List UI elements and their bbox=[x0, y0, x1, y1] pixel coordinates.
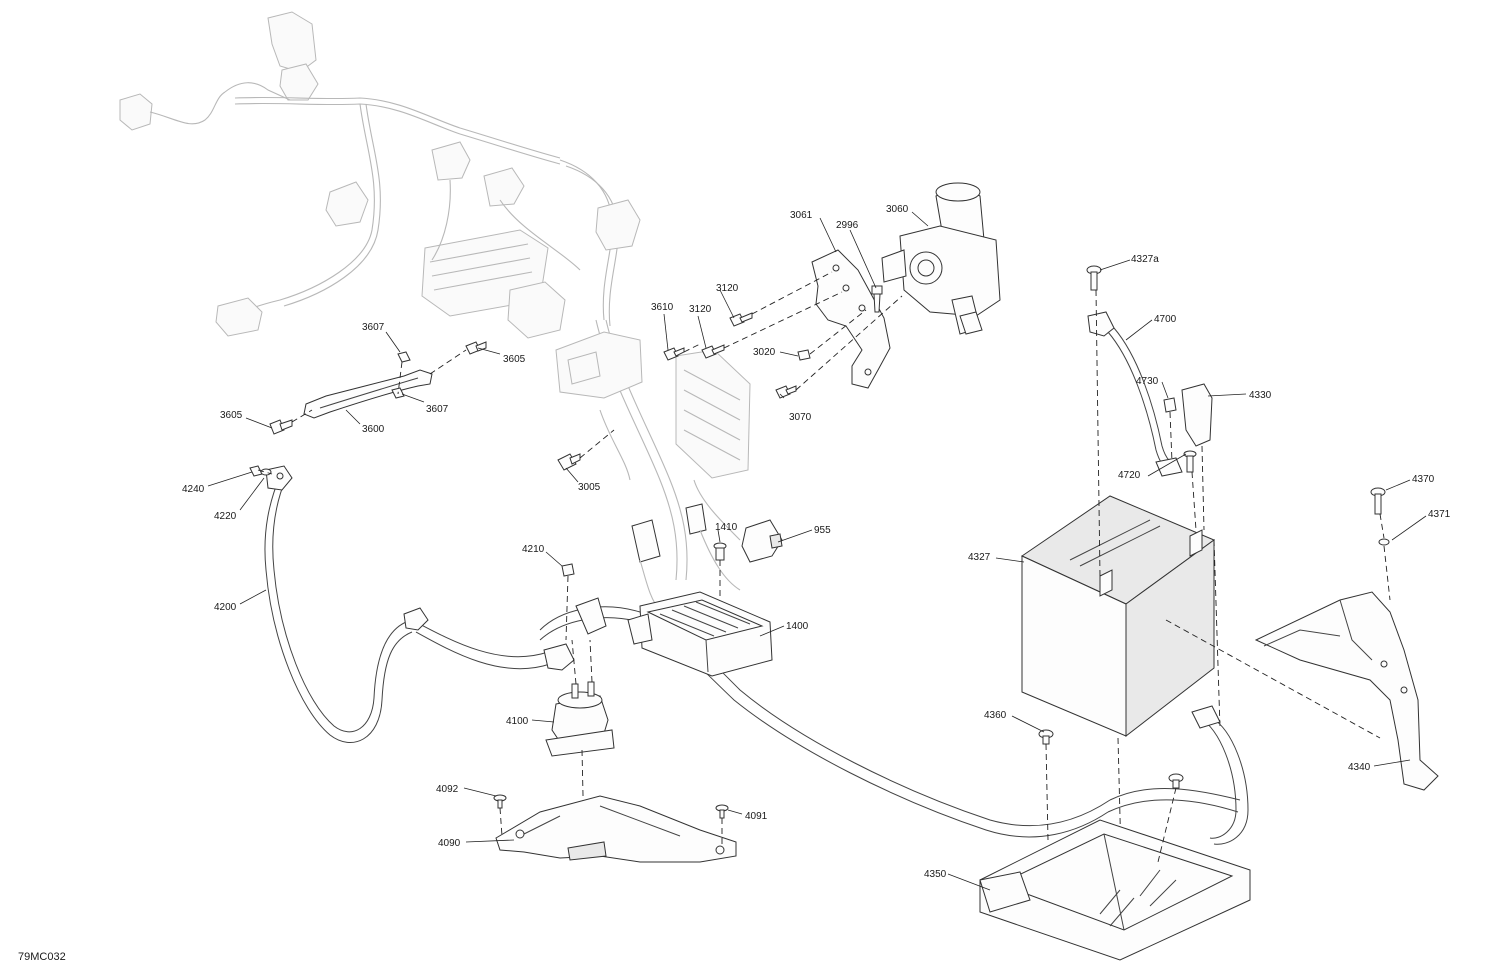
callout-4350: 4350 bbox=[924, 869, 947, 880]
callout-4327a: 4327a bbox=[1131, 254, 1159, 265]
callout-3610: 3610 bbox=[651, 302, 674, 313]
connector-955 bbox=[741, 519, 783, 563]
push-rivet-4360 bbox=[1038, 729, 1054, 745]
callout-4371: 4371 bbox=[1428, 509, 1451, 520]
callout-3005: 3005 bbox=[578, 482, 601, 493]
callout-4720: 4720 bbox=[1118, 470, 1141, 481]
callout-3607-upper: 3607 bbox=[362, 322, 385, 333]
mounting-bracket-4090 bbox=[495, 795, 737, 863]
callout-4090: 4090 bbox=[438, 838, 461, 849]
terminal-cover-4330 bbox=[1181, 383, 1213, 447]
callout-3605-left: 3605 bbox=[220, 410, 243, 421]
battery-cable-4700 bbox=[1087, 311, 1183, 477]
nut-3020 bbox=[797, 349, 811, 361]
battery-cable-4200 bbox=[264, 465, 575, 743]
callout-3120-upper: 3120 bbox=[716, 283, 739, 294]
main-wiring-harness-ghost bbox=[119, 11, 751, 581]
callout-3600: 3600 bbox=[362, 424, 385, 435]
washer-4371 bbox=[1378, 538, 1390, 546]
bolt-3005 bbox=[557, 453, 581, 471]
callout-3120-lower: 3120 bbox=[689, 304, 712, 315]
bolt-3070 bbox=[775, 385, 797, 399]
nut-4210 bbox=[561, 563, 575, 577]
battery-bracket-4340 bbox=[1254, 591, 1439, 791]
voltage-regulator-1400 bbox=[627, 591, 773, 677]
callout-3061: 3061 bbox=[790, 210, 813, 221]
callout-3020: 3020 bbox=[753, 347, 776, 358]
battery-4327 bbox=[1020, 495, 1216, 738]
harness-lower-section bbox=[539, 503, 1241, 838]
actuator-motor-3060 bbox=[881, 182, 1001, 335]
callout-1400: 1400 bbox=[786, 621, 809, 632]
callout-2996: 2996 bbox=[836, 220, 859, 231]
callout-4700: 4700 bbox=[1154, 314, 1177, 325]
callout-4240: 4240 bbox=[182, 484, 205, 495]
bolt-3605-right bbox=[465, 341, 487, 355]
callout-3605-right: 3605 bbox=[503, 354, 526, 365]
callout-4360: 4360 bbox=[984, 710, 1007, 721]
drawing-code: 79MC032 bbox=[18, 951, 66, 963]
ground-strap-3600 bbox=[303, 369, 433, 419]
callout-3060: 3060 bbox=[886, 204, 909, 215]
callout-4730: 4730 bbox=[1136, 376, 1159, 387]
nut-4730 bbox=[1163, 397, 1177, 413]
bolt-4370 bbox=[1370, 487, 1386, 515]
callout-955: 955 bbox=[814, 525, 831, 536]
callout-labels: 3061 2996 3060 3120 3120 3610 3020 3070 … bbox=[18, 204, 1451, 963]
screw-2996 bbox=[871, 285, 883, 313]
leader-lines bbox=[207, 211, 1427, 891]
callout-4340: 4340 bbox=[1348, 762, 1371, 773]
callout-4327: 4327 bbox=[968, 552, 991, 563]
bolt-3120-upper bbox=[729, 312, 753, 327]
callout-4092: 4092 bbox=[436, 784, 459, 795]
bolt-1410 bbox=[713, 542, 727, 561]
callout-4220: 4220 bbox=[214, 511, 237, 522]
callout-4210: 4210 bbox=[522, 544, 545, 555]
bolt-4720 bbox=[1183, 450, 1197, 473]
push-rivet-4092 bbox=[493, 794, 507, 809]
callout-3070: 3070 bbox=[789, 412, 812, 423]
battery-tray-4350 bbox=[979, 819, 1251, 961]
actuator-bracket-3061 bbox=[811, 249, 891, 389]
callout-4091: 4091 bbox=[745, 811, 768, 822]
callout-4100: 4100 bbox=[506, 716, 529, 727]
battery-cable-lower bbox=[1191, 705, 1249, 845]
bolt-3120-lower bbox=[701, 344, 725, 359]
bolt-4327a bbox=[1086, 265, 1102, 291]
starter-solenoid-4100 bbox=[545, 681, 615, 757]
bolt-3610 bbox=[663, 347, 685, 361]
callout-1410: 1410 bbox=[715, 522, 738, 533]
nut-3607-upper bbox=[397, 351, 411, 363]
callout-4330: 4330 bbox=[1249, 390, 1272, 401]
callout-4200: 4200 bbox=[214, 602, 237, 613]
push-rivet-tray bbox=[1168, 773, 1184, 789]
push-rivet-4091 bbox=[715, 804, 729, 819]
washer-4220 bbox=[260, 468, 272, 476]
bolt-3605-left bbox=[269, 419, 293, 435]
callout-4370: 4370 bbox=[1412, 474, 1435, 485]
callout-3607-lower: 3607 bbox=[426, 404, 449, 415]
